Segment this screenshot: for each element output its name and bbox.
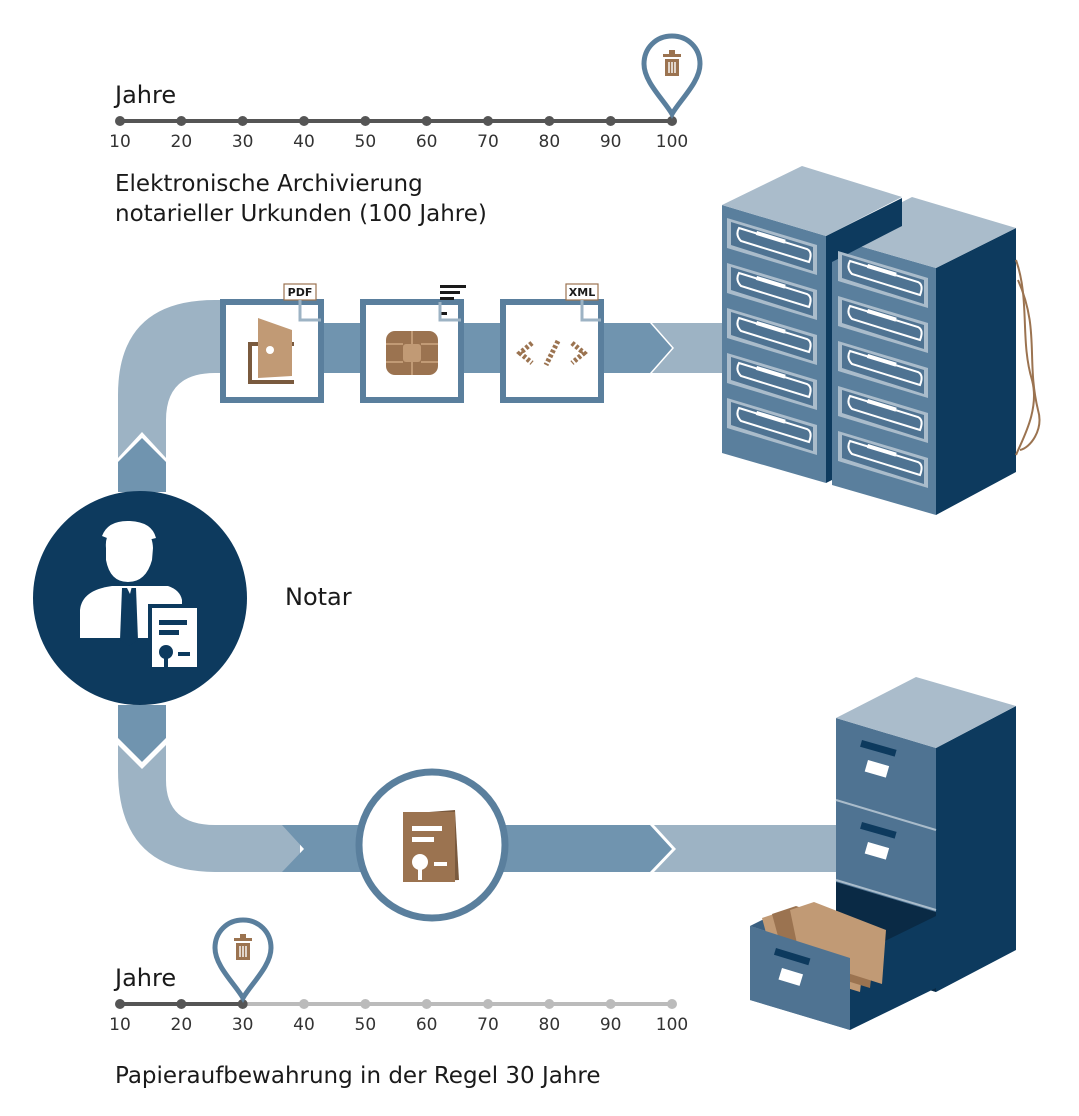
chipcard-step-box bbox=[360, 285, 466, 403]
server-unit bbox=[838, 296, 928, 353]
trash-icon bbox=[234, 934, 252, 960]
timeline-tick-dot bbox=[544, 999, 555, 1009]
server-unit bbox=[727, 353, 817, 410]
pdf-step-box: PDF bbox=[220, 283, 324, 403]
timeline-tick-label: 30 bbox=[232, 1015, 254, 1035]
top-timeline: Jahre 10 20 30 40 50 60 70 80 90 100 Elektronisch… bbox=[109, 33, 703, 227]
bottom-timeline-ticks: 10 20 30 40 50 60 70 80 90 100 bbox=[109, 999, 688, 1035]
bottom-timeline-marker bbox=[212, 917, 274, 1004]
top-caption-line2: notarieller Urkunden (100 Jahre) bbox=[115, 201, 487, 227]
timeline-tick-dot bbox=[115, 116, 125, 126]
timeline-tick-label: 90 bbox=[600, 1015, 622, 1035]
notary-node bbox=[33, 491, 247, 705]
timeline-tick-dot bbox=[299, 116, 309, 126]
top-timeline-label: Jahre bbox=[113, 81, 176, 109]
certificate-document-icon bbox=[148, 604, 200, 670]
bottom-timeline: Jahre 10 20 30 40 50 60 70 80 90 100 Papieraufbew… bbox=[109, 917, 688, 1089]
timeline-tick-dot bbox=[421, 999, 432, 1009]
timeline-tick-label: 70 bbox=[477, 1015, 499, 1035]
timeline-tick-dot bbox=[544, 116, 555, 126]
paper-document-node bbox=[355, 768, 509, 922]
paper-certificate-icon bbox=[403, 810, 459, 882]
timeline-tick-dot bbox=[605, 116, 616, 126]
server-unit bbox=[727, 398, 817, 455]
timeline-tick-dot bbox=[237, 116, 248, 126]
pdf-badge: PDF bbox=[288, 286, 313, 299]
server-unit bbox=[838, 386, 928, 443]
chip-card-icon bbox=[386, 331, 438, 375]
timeline-tick-label: 50 bbox=[355, 132, 377, 152]
timeline-tick-label: 20 bbox=[171, 1015, 193, 1035]
timeline-tick-label: 40 bbox=[293, 1015, 315, 1035]
xml-code-icon bbox=[516, 339, 588, 367]
timeline-tick-dot bbox=[115, 999, 125, 1009]
timeline-tick-dot bbox=[667, 999, 677, 1009]
bottom-timeline-label: Jahre bbox=[113, 964, 176, 992]
timeline-tick-dot bbox=[360, 116, 371, 126]
timeline-tick-dot bbox=[176, 999, 187, 1009]
top-caption-line1: Elektronische Archivierung bbox=[115, 171, 423, 197]
filing-cabinet-icon bbox=[750, 677, 1016, 1030]
timeline-tick-label: 100 bbox=[656, 1015, 688, 1035]
server-unit bbox=[838, 431, 928, 488]
pdf-document-icon bbox=[248, 318, 294, 384]
timeline-tick-dot bbox=[176, 116, 187, 126]
timeline-tick-label: 60 bbox=[416, 1015, 438, 1035]
timeline-tick-label: 10 bbox=[109, 1015, 131, 1035]
timeline-tick-dot bbox=[421, 116, 432, 126]
timeline-tick-dot bbox=[483, 116, 493, 126]
timeline-tick-label: 80 bbox=[539, 1015, 561, 1035]
server-unit bbox=[727, 218, 817, 275]
server-rack-icon bbox=[722, 166, 1041, 515]
doc-lines-icon bbox=[440, 285, 466, 315]
server-unit bbox=[838, 251, 928, 308]
server-unit bbox=[838, 341, 928, 398]
timeline-tick-dot bbox=[667, 116, 677, 126]
timeline-tick-dot bbox=[483, 999, 493, 1009]
timeline-tick-label: 20 bbox=[171, 132, 193, 152]
timeline-tick-label: 50 bbox=[355, 1015, 377, 1035]
timeline-tick-label: 70 bbox=[477, 132, 499, 152]
server-unit bbox=[727, 308, 817, 365]
timeline-tick-label: 90 bbox=[600, 132, 622, 152]
timeline-tick-dot bbox=[360, 999, 371, 1009]
notary-label: Notar bbox=[285, 583, 352, 611]
xml-step-box: XML bbox=[500, 283, 604, 403]
xml-badge: XML bbox=[569, 286, 595, 299]
timeline-tick-dot bbox=[299, 999, 309, 1009]
bottom-caption: Papieraufbewahrung in der Regel 30 Jahre bbox=[115, 1063, 601, 1089]
timeline-tick-label: 30 bbox=[232, 132, 254, 152]
timeline-tick-label: 10 bbox=[109, 132, 131, 152]
server-unit bbox=[727, 263, 817, 320]
timeline-tick-label: 100 bbox=[656, 132, 688, 152]
top-timeline-marker bbox=[641, 33, 703, 120]
trash-icon bbox=[663, 50, 681, 76]
timeline-tick-label: 60 bbox=[416, 132, 438, 152]
timeline-tick-dot bbox=[605, 999, 616, 1009]
notary-person-icon bbox=[80, 520, 182, 646]
top-timeline-ticks: 10 20 30 40 50 60 70 80 90 100 bbox=[109, 116, 688, 152]
timeline-tick-dot bbox=[237, 999, 248, 1009]
timeline-tick-label: 80 bbox=[539, 132, 561, 152]
timeline-tick-label: 40 bbox=[293, 132, 315, 152]
